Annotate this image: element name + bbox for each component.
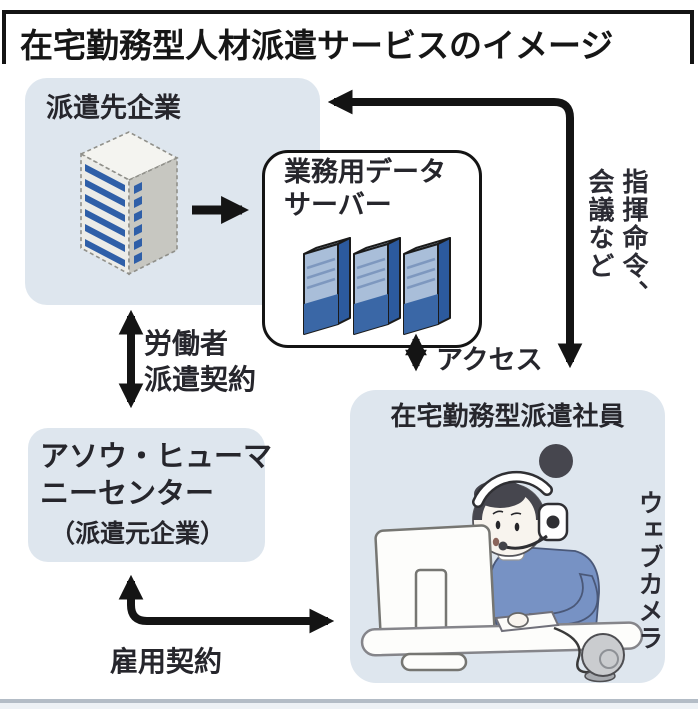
client-company-label: 派遣先企業 [46,93,181,124]
agency-subtitle: （派遣元企業） [50,519,226,548]
agency-name-line2: ニーセンター [40,476,215,510]
title-box: 在宅勤務型人材派遣サービスのイメージ [2,10,694,65]
office-building-icon [79,131,179,276]
agency-name-line1: アソウ・ヒューマ [40,439,273,473]
webcam-icon [581,633,625,677]
server-rack-icon [303,237,451,335]
command-label-col2: 会議など [584,168,614,280]
data-server-label: 業務用データ サーバー [284,156,446,222]
agency-label: アソウ・ヒューマ ニーセンター （派遣元企業） [40,438,272,552]
teleworker-scene-illustration [360,444,644,683]
employment-contract-label: 雇用契約 [110,645,223,678]
webcam-label: ウェブカメラ [635,490,664,652]
command-label-col1: 指揮命令、 [618,168,648,308]
teleworker-label: 在宅勤務型派遣社員 [390,402,625,432]
command-meetings-label: 指揮命令、 会議など [580,168,650,398]
access-label: アクセス [436,345,543,376]
bottom-divider [0,699,698,703]
diagram-title: 在宅勤務型人材派遣サービスのイメージ [20,26,614,65]
bottom-strip [0,703,698,709]
dispatch-label-line1: 労働者 [144,327,229,360]
agency-panel [28,428,265,562]
worker-dispatch-contract-label: 労働者 派遣契約 [144,326,256,398]
dispatch-label-line2: 派遣契約 [144,363,257,396]
data-server-label-line1: 業務用データ [284,157,446,188]
data-server-label-line2: サーバー [284,190,392,221]
arrow-employment-contract [118,574,335,634]
